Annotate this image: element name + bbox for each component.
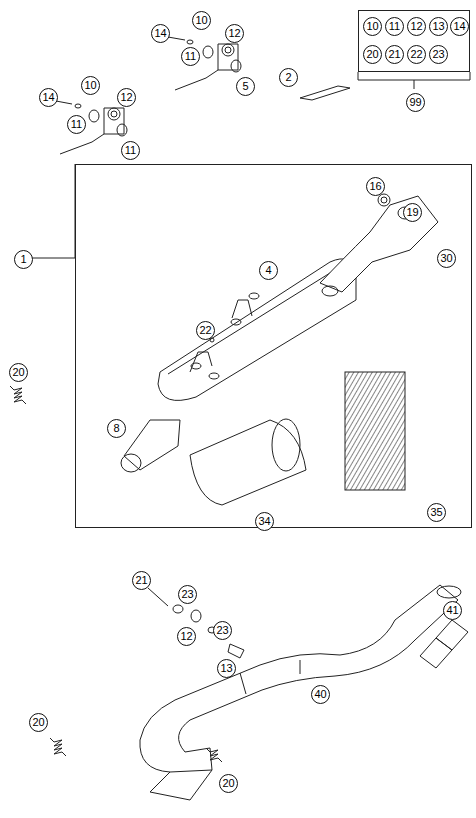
callout-number: 14 — [151, 24, 170, 43]
callout-number: 2 — [279, 68, 298, 87]
callout-number: 20 — [9, 363, 28, 382]
callout-number: 12 — [117, 88, 136, 107]
callout-number: 23 — [429, 45, 448, 64]
callout-number: 99 — [406, 93, 425, 112]
callout-number: 11 — [385, 17, 404, 36]
callout-number: 34 — [255, 512, 274, 531]
callout-number: 20 — [29, 713, 48, 732]
callout-number: 23 — [178, 585, 197, 604]
callout-number: 23 — [213, 621, 232, 640]
callout-number: 21 — [132, 571, 151, 590]
callout-number: 30 — [437, 249, 456, 268]
callout-number: 19 — [403, 203, 422, 222]
callout-number: 11 — [121, 141, 140, 160]
callout-number: 11 — [181, 47, 200, 66]
callout-number: 12 — [225, 24, 244, 43]
callout-number: 41 — [443, 601, 462, 620]
callout-number: 4 — [259, 261, 278, 280]
callout-number: 40 — [311, 685, 330, 704]
callout-number: 5 — [236, 77, 255, 96]
callout-number: 13 — [217, 659, 236, 678]
callout-number: 16 — [366, 177, 385, 196]
callout-number: 8 — [107, 419, 126, 438]
callout-number: 14 — [450, 17, 469, 36]
callout-number: 1 — [14, 250, 33, 269]
callout-number: 20 — [363, 45, 382, 64]
kit-box: 10111213142021222399 — [358, 10, 470, 72]
callout-number: 10 — [363, 17, 382, 36]
callout-number: 14 — [39, 88, 58, 107]
callout-number: 12 — [407, 17, 426, 36]
callout-number: 12 — [177, 627, 196, 646]
callout-number: 10 — [192, 11, 211, 30]
callout-number: 22 — [407, 45, 426, 64]
callout-number: 20 — [219, 774, 238, 793]
callout-number: 13 — [429, 17, 448, 36]
callout-number: 21 — [385, 45, 404, 64]
callout-number: 10 — [81, 76, 100, 95]
callout-number: 11 — [67, 115, 86, 134]
callout-number: 22 — [196, 321, 215, 340]
callout-number: 35 — [427, 503, 446, 522]
